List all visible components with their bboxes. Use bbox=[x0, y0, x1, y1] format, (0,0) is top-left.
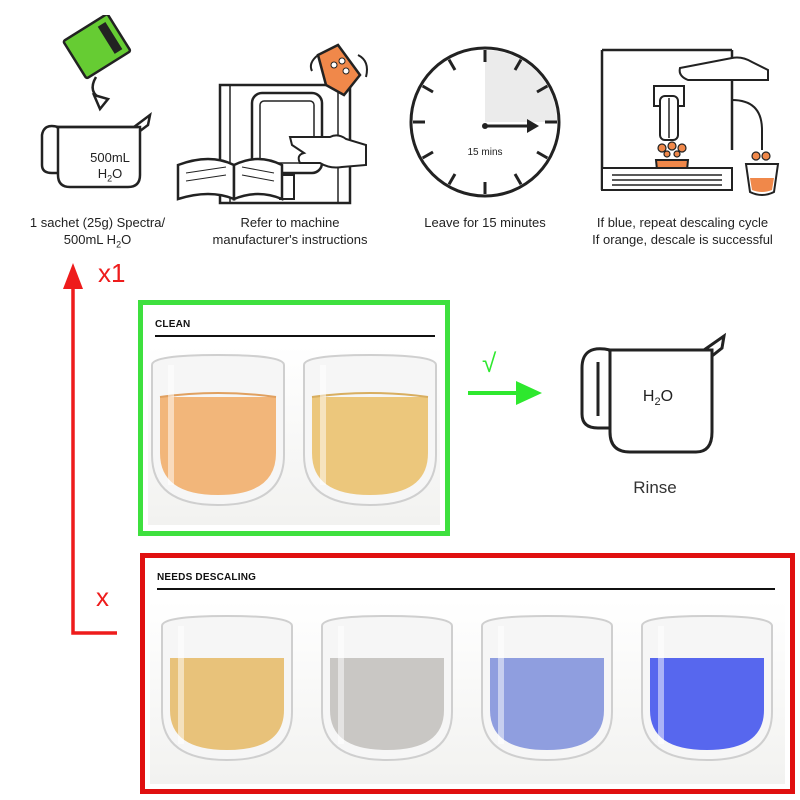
rinse-jug-label: H2O bbox=[642, 388, 674, 409]
clock-icon bbox=[409, 46, 561, 198]
step-2-caption: Refer to machine manufacturer's instruct… bbox=[212, 215, 368, 247]
descaling-glasses-photo bbox=[161, 614, 773, 762]
needs-descaling-label: NEEDS DESCALING bbox=[157, 572, 257, 583]
descaling-photo bbox=[150, 600, 785, 784]
clean-glass-2 bbox=[303, 353, 437, 507]
sachet-jug-icon bbox=[40, 15, 152, 189]
rinse-jug-icon bbox=[580, 332, 727, 454]
clock-label: 15 mins bbox=[467, 147, 503, 158]
coffee-machine-manual-icon bbox=[176, 43, 368, 205]
step-4-caption: If blue, repeat descaling cycle If orang… bbox=[592, 215, 773, 247]
sachet-icon bbox=[62, 15, 132, 80]
repeat-loop-arrow bbox=[63, 263, 117, 635]
needs-descaling-rule bbox=[157, 588, 775, 590]
step-1-illustration bbox=[30, 15, 180, 200]
step-3-caption: Leave for 15 minutes bbox=[424, 215, 546, 230]
repeat-count-label: x1 bbox=[98, 258, 126, 288]
clean-photo bbox=[148, 345, 440, 525]
descaling-glass-2 bbox=[321, 614, 453, 762]
descaling-glass-4 bbox=[641, 614, 773, 762]
step-2-illustration bbox=[170, 15, 390, 205]
rinse-illustration bbox=[570, 328, 730, 458]
clean-panel-rule bbox=[155, 335, 435, 337]
descaling-glass-3 bbox=[481, 614, 613, 762]
clean-panel: CLEAN bbox=[138, 300, 450, 536]
clean-panel-label: CLEAN bbox=[155, 319, 191, 330]
descaling-glass-1 bbox=[161, 614, 293, 762]
success-marker: √ bbox=[482, 348, 497, 378]
needs-descaling-panel: NEEDS DESCALING bbox=[140, 553, 795, 794]
fail-marker: x bbox=[96, 582, 109, 612]
success-arrow bbox=[468, 381, 542, 405]
jug-volume-label: 500mL H2O bbox=[90, 150, 130, 184]
rinse-caption: Rinse bbox=[633, 478, 677, 497]
espresso-machine-icon bbox=[600, 48, 780, 196]
step-3-illustration bbox=[405, 42, 565, 202]
clean-glasses-photo bbox=[151, 353, 437, 507]
clean-glass-1 bbox=[151, 353, 285, 507]
step-4-illustration bbox=[592, 40, 792, 205]
step-1-caption: 1 sachet (25g) Spectra/ 500mL H2O bbox=[29, 215, 166, 250]
